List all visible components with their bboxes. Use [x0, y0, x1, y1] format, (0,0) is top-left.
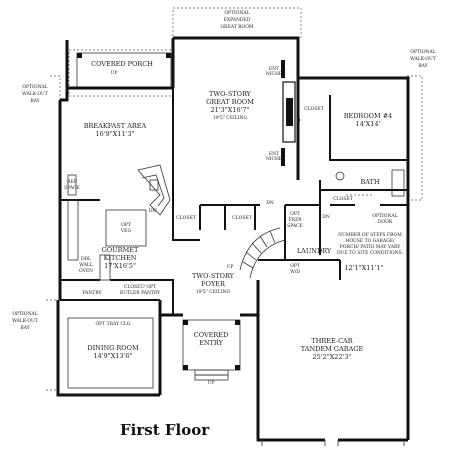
fireplace — [281, 60, 296, 166]
covered-porch — [76, 52, 172, 89]
plan-title: First Floor — [120, 421, 210, 439]
labels: OPTIONAL EXPANDED GREAT ROOM COVERED POR… — [12, 10, 436, 386]
label-great-room-1: TWO-STORY — [209, 90, 252, 98]
label-breakfast: BREAKFAST AREA — [84, 122, 147, 130]
label-bay-right-2: WALK-OUT — [410, 56, 436, 62]
label-pantry: PANTRY — [82, 290, 102, 296]
label-frzr-1: OPT — [290, 211, 300, 217]
label-butler-2: BUTLER PANTRY — [120, 290, 161, 296]
label-opt-great-room-2: EXPANDED — [224, 17, 251, 23]
label-porch-up: UP — [111, 70, 118, 76]
label-tray: OPT TRAY CLG — [95, 321, 130, 327]
kitchen-fixtures — [67, 164, 171, 281]
label-wd-2: W/D — [290, 269, 300, 275]
label-opt-great-room-3: GREAT ROOM — [220, 24, 253, 30]
label-closet-bedroom: CLOSET — [304, 106, 324, 112]
label-bay-right-3: BAY — [418, 63, 428, 69]
label-dn-b: DN — [322, 214, 330, 220]
label-laundry: LAUNDRY — [297, 247, 332, 255]
label-oven-2: WALL — [79, 262, 93, 268]
label-ent-niche-top-1: ENT — [269, 66, 279, 72]
label-entry-2: ENTRY — [199, 339, 223, 347]
label-steps-4: DUE TO SITE CONDITIONS. — [337, 250, 404, 256]
label-oven-3: OVEN — [79, 268, 93, 274]
label-garage-1: THREE-CAR — [311, 337, 353, 345]
label-covered-porch: COVERED PORCH — [91, 60, 153, 68]
label-bay-left-3: BAY — [30, 98, 40, 104]
label-opt-veg-1: OPT — [121, 222, 131, 228]
label-ref-2: SPACE — [64, 185, 80, 191]
label-bay-lower-1: OPTIONAL — [12, 311, 37, 317]
label-dn-a: DN — [266, 200, 274, 206]
label-great-room-ceiling: 19'5" CEILING — [213, 115, 248, 121]
dining-room-fixtures — [67, 317, 154, 389]
label-bay-left-2: WALK-OUT — [22, 91, 48, 97]
label-steps-1: NUMBER OF STEPS FROM — [338, 232, 402, 238]
label-breakfast-dims: 16'9"X11'3" — [96, 130, 135, 138]
label-bedroom4-dims: 14'X14' — [356, 120, 381, 128]
label-foyer-ceiling: 19'5" CEILING — [196, 289, 231, 295]
label-frzr-2: FRZR — [288, 217, 302, 223]
label-bedroom4: BEDROOM #4 — [344, 112, 393, 120]
label-dining-dims: 14'9"X13'6" — [94, 352, 133, 360]
label-garage-2: TANDEM GARAGE — [301, 345, 364, 353]
label-ent-niche-bottom-2: NICHE — [266, 156, 282, 162]
garage — [261, 440, 405, 446]
label-kitchen-dims: 17'X16'5" — [104, 262, 136, 270]
bath-fixtures — [335, 169, 405, 197]
label-closet-a: CLOSET — [176, 215, 196, 221]
stairs — [239, 227, 286, 279]
label-garage-dims: 25'2"X22'3" — [313, 353, 352, 361]
label-entry-up: UP — [208, 380, 215, 386]
label-bay-left-1: OPTIONAL — [22, 84, 47, 90]
label-opt-great-room-1: OPTIONAL — [224, 10, 249, 16]
label-kitchen-1: GOURMET — [102, 246, 139, 254]
label-bath: BATH — [360, 178, 379, 186]
covered-entry — [182, 319, 241, 381]
label-entry-1: COVERED — [194, 331, 228, 339]
label-opt-door-1: OPTIONAL — [372, 213, 397, 219]
label-closet-b: CLOSET — [232, 215, 252, 221]
label-bay-right-1: OPTIONAL — [410, 49, 435, 55]
label-butler-1: CLOSET/ OPT — [124, 284, 156, 290]
label-steps-2: HOUSE TO GARAGE/ — [345, 238, 395, 244]
label-foyer-up: UP — [227, 264, 234, 270]
label-opt-door-2: DOOR — [378, 219, 393, 225]
label-opt-veg-2: VEG — [120, 228, 132, 234]
label-wd-1: OPT — [290, 263, 300, 269]
interior-walls — [60, 88, 408, 315]
label-great-room-dims: 21'3"X16'7" — [211, 106, 250, 114]
label-great-room-2: GREAT ROOM — [206, 98, 254, 106]
label-ent-niche-bottom-1: ENT — [269, 151, 279, 157]
label-foyer-1: TWO-STORY — [192, 272, 235, 280]
label-foyer-2: FOYER — [201, 280, 226, 288]
label-laundry-dims: 12'1"X11'1" — [345, 264, 384, 272]
label-frzr-3: SPACE — [287, 223, 303, 229]
label-oven-1: DBL — [81, 256, 91, 262]
exterior-walls — [56, 36, 410, 442]
label-dw: DW — [149, 208, 158, 214]
label-steps-3: PORCH/ PATIO MAY VARY — [340, 244, 401, 250]
label-kitchen-2: KITCHEN — [104, 254, 137, 262]
label-bay-lower-3: BAY — [20, 325, 30, 331]
label-closet-bath: CLOSET — [333, 196, 353, 202]
label-ref-1: REF — [67, 179, 77, 185]
label-dining: DINING ROOM — [87, 344, 139, 352]
label-bay-lower-2: WALK-OUT — [12, 318, 38, 324]
label-ent-niche-top-2: NICHE — [266, 71, 282, 77]
